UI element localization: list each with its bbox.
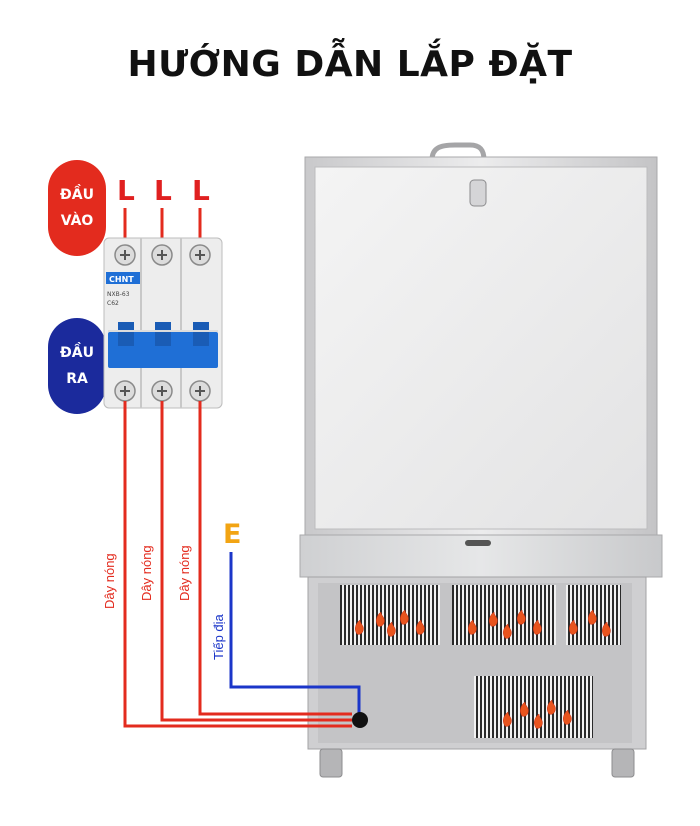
- breaker-bottom-screws: [114, 380, 211, 402]
- heat-flame-icons: [355, 609, 611, 729]
- page-title: HƯỚNG DẪN LẮP ĐẶT: [127, 44, 573, 85]
- breaker-brand: CHNT: [109, 275, 134, 284]
- phase-label-3: L: [192, 174, 210, 207]
- hot-wire-label-1: Dây nóng: [102, 553, 117, 609]
- input-terminal-badge: ĐẦU VÀO: [48, 160, 106, 256]
- vent-grille-4: [474, 676, 593, 738]
- output-terminal-badge: ĐẦU RA: [48, 318, 106, 414]
- breaker-rating: C62: [107, 300, 119, 307]
- phase-label-1: L: [117, 174, 135, 207]
- circuit-breaker: CHNT NXB-63 C62: [103, 237, 223, 409]
- breaker-model: NXB-63: [107, 291, 130, 298]
- ground-wire: [229, 552, 361, 718]
- freezer-cabinet: [299, 142, 663, 778]
- input-label-line1: ĐẦU: [60, 187, 94, 203]
- phase-label-2: L: [154, 174, 172, 207]
- cabinet-foot-right: [611, 748, 635, 778]
- hot-wire-label-2: Dây nóng: [139, 545, 154, 601]
- input-label-line2: VÀO: [60, 213, 94, 229]
- ground-wire-label: Tiếp địa: [211, 614, 226, 660]
- breaker-top-screws: [114, 244, 211, 266]
- power-terminal-icon: [352, 712, 368, 728]
- earth-label: E: [223, 519, 242, 550]
- door-hinge-icon: [465, 540, 491, 546]
- output-label-line2: RA: [66, 371, 88, 387]
- hot-wires: [123, 401, 352, 728]
- output-label-line1: ĐẦU: [60, 345, 94, 361]
- hot-wire-label-3: Dây nóng: [177, 545, 192, 601]
- input-wires: [123, 208, 202, 242]
- door-latch-icon: [469, 179, 487, 207]
- cabinet-foot-left: [319, 748, 343, 778]
